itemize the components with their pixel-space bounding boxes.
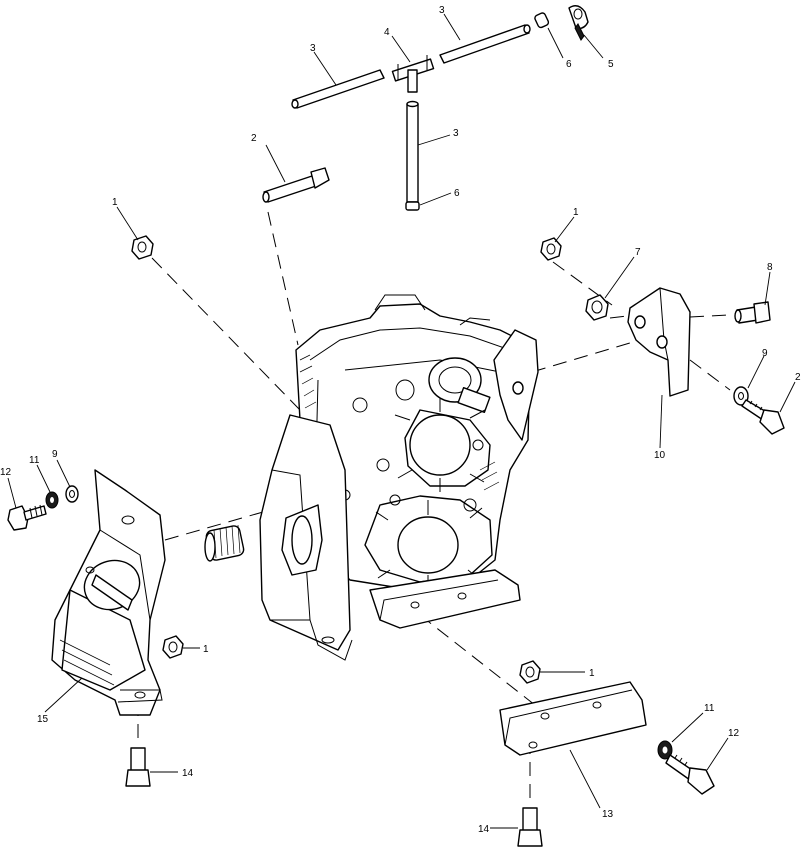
- leader-lines: [7, 13, 796, 829]
- washer-11-left: [45, 491, 59, 509]
- callout-5-breather: 5: [608, 59, 614, 70]
- washer-9-left: [65, 485, 79, 503]
- callout-10-bracket: 10: [654, 450, 666, 461]
- bolt-12-left: [7, 504, 47, 531]
- callout-4-tee: 4: [384, 27, 390, 38]
- callout-9-washer-left: 9: [52, 449, 58, 460]
- callout-1-nut-right: 1: [573, 207, 579, 218]
- clamp-lower: [405, 201, 420, 211]
- callout-8-bolt: 8: [767, 262, 773, 273]
- bracket-15: [51, 469, 166, 716]
- bolt-14-right: [517, 807, 543, 847]
- nut-1-left: [131, 235, 154, 260]
- tee-fitting: [391, 55, 435, 93]
- callout-1-nut-left: 1: [112, 197, 118, 208]
- callout-6-clamp-upper: 6: [566, 59, 572, 70]
- skid-13: [499, 681, 647, 756]
- callout-14-bolt-right: 14: [478, 824, 490, 835]
- assembly-lines: [97, 211, 731, 800]
- center-bracket: [259, 414, 353, 661]
- clamp-upper: [534, 12, 550, 29]
- callout-12-bolt-right: 12: [728, 728, 740, 739]
- nut-1-right: [540, 237, 562, 261]
- callout-14-bolt-left: 14: [182, 768, 194, 779]
- callout-12-bolt-left: 12: [0, 467, 12, 478]
- callout-3-hose-left: 3: [310, 43, 316, 54]
- callout-1-nut-lower-left: 1: [203, 644, 209, 655]
- callout-2-bolt-right: 2: [795, 372, 801, 383]
- bolt-8: [734, 301, 771, 324]
- bracket-10: [627, 287, 691, 397]
- callout-9-washer-right: 9: [762, 348, 768, 359]
- bolt-2-top: [262, 167, 330, 203]
- hose-vertical: [406, 100, 419, 203]
- callout-11-washer-right: 11: [704, 703, 715, 714]
- callout-11-washer-left: 11: [29, 455, 40, 466]
- breather-cap: [568, 5, 589, 41]
- hose-right: [439, 24, 531, 64]
- hose-left: [291, 69, 385, 109]
- washer-bolt-11-12-right: [657, 740, 715, 795]
- callout-labels: 3 4 3 6 5 2 3 6 1 1 7 8 9 2 10 12 11 9 1…: [0, 5, 801, 835]
- nut-7: [585, 294, 609, 321]
- output-shaft: [204, 524, 245, 562]
- nut-1-lower-right: [519, 660, 541, 684]
- housing-skid: [369, 569, 521, 629]
- callout-2-bolt-top: 2: [251, 133, 257, 144]
- callout-3-hose-right: 3: [439, 5, 445, 16]
- callout-15-bracket: 15: [37, 714, 49, 725]
- callout-6-clamp-lower: 6: [454, 188, 460, 199]
- nut-1-lower-left: [162, 635, 184, 659]
- bolt-14-left: [125, 747, 151, 787]
- callout-7-nut: 7: [635, 247, 641, 258]
- callout-13-skid: 13: [602, 809, 614, 820]
- housing-bracket-right: [493, 329, 539, 441]
- washer-bolt-9-2-right: [733, 386, 785, 435]
- callout-3-hose-vertical: 3: [453, 128, 459, 139]
- callout-1-nut-lower-right: 1: [589, 668, 595, 679]
